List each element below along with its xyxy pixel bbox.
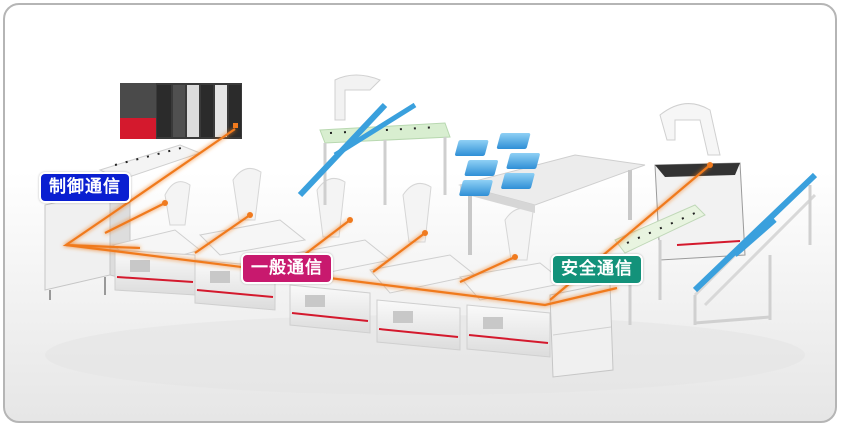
network-lines bbox=[62, 128, 711, 307]
workbench-with-bins bbox=[455, 133, 646, 255]
branch-cell-1 bbox=[104, 202, 166, 234]
branch-cell-4 bbox=[372, 232, 426, 273]
general-communication-label: 一般通信 bbox=[241, 253, 333, 284]
robot-cell-4 bbox=[369, 182, 477, 351]
robot-cell-5 bbox=[459, 207, 567, 358]
safety-communication-label: 安全通信 bbox=[551, 254, 643, 285]
network-nodes bbox=[162, 162, 713, 260]
plc-controller bbox=[120, 83, 242, 139]
collaborative-robot-cell bbox=[654, 103, 746, 261]
robot-cell-1 bbox=[111, 181, 202, 296]
control-network-line bbox=[62, 128, 236, 250]
diagram-frame bbox=[3, 3, 837, 423]
factory-scene bbox=[44, 74, 818, 395]
blue-bins bbox=[455, 133, 540, 196]
branch-cell-2 bbox=[194, 214, 251, 254]
flow-rack bbox=[692, 172, 818, 325]
main-network-line bbox=[65, 243, 618, 307]
branch-cell-3 bbox=[299, 219, 351, 259]
safety-cabinet bbox=[549, 282, 614, 378]
branch-cell-5 bbox=[459, 255, 516, 284]
parts-feeder-rack bbox=[297, 74, 451, 205]
robot-cell-2 bbox=[194, 167, 307, 311]
control-communication-label: 制御通信 bbox=[39, 172, 131, 203]
